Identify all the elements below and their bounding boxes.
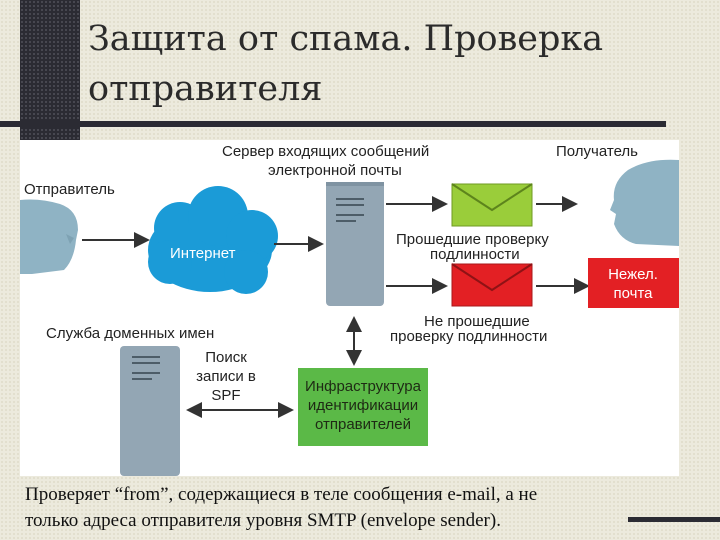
lookup-label-line-3: SPF xyxy=(211,387,240,404)
infra-label-line-3: отправителей xyxy=(315,416,411,433)
envelope-passed-icon xyxy=(451,183,533,227)
left-accent-bar xyxy=(20,0,80,160)
internet-label: Интернет xyxy=(170,245,236,262)
sender-label: Отправитель xyxy=(24,181,115,198)
bottom-divider xyxy=(628,517,720,522)
spf-diagram: Отправитель Интернет Сервер входящих соо… xyxy=(20,140,679,476)
spam-label-line-1: Нежел. xyxy=(608,266,658,283)
caption-line-1: Проверяет “from”, содержащиеся в теле со… xyxy=(25,484,538,505)
spam-label-line-2: почта xyxy=(614,285,654,302)
mail-server-icon xyxy=(326,182,384,306)
dns-server-icon xyxy=(120,346,180,476)
infra-label-line-1: Инфраструктура xyxy=(305,378,422,395)
dns-label: Служба доменных имен xyxy=(46,325,214,342)
recipient-person-icon xyxy=(610,159,679,246)
infra-box xyxy=(298,368,428,446)
infra-label-line-2: идентификации xyxy=(308,397,418,414)
title-divider xyxy=(0,121,666,127)
slide-caption: Проверяет “from”, содержащиеся в теле со… xyxy=(25,482,705,534)
passed-label-line-1: Прошедшие проверку xyxy=(396,231,549,248)
internet-cloud-icon xyxy=(148,186,278,294)
envelope-failed-icon xyxy=(451,263,533,307)
failed-label-line-1: Не прошедшие xyxy=(424,313,530,330)
recipient-label: Получатель xyxy=(556,143,638,160)
passed-label-line-2: подлинности xyxy=(430,246,520,263)
spam-box xyxy=(588,258,679,308)
lookup-label-line-1: Поиск xyxy=(205,349,247,366)
failed-label-line-2: проверку подлинности xyxy=(390,328,547,345)
diagram-canvas: Отправитель Интернет Сервер входящих соо… xyxy=(20,140,679,476)
title-line-1: Защита от спама. Проверка xyxy=(88,19,604,59)
server-label-line-2: электронной почты xyxy=(268,162,402,179)
slide-title: Защита от спама. Проверка отправителя xyxy=(88,14,708,114)
sender-person-icon xyxy=(20,199,78,274)
lookup-label-line-2: записи в xyxy=(196,368,256,385)
server-label-line-1: Сервер входящих сообщений xyxy=(222,143,429,160)
caption-line-2: только адреса отправителя уровня SMTP (e… xyxy=(25,510,501,531)
title-line-2: отправителя xyxy=(88,69,323,109)
